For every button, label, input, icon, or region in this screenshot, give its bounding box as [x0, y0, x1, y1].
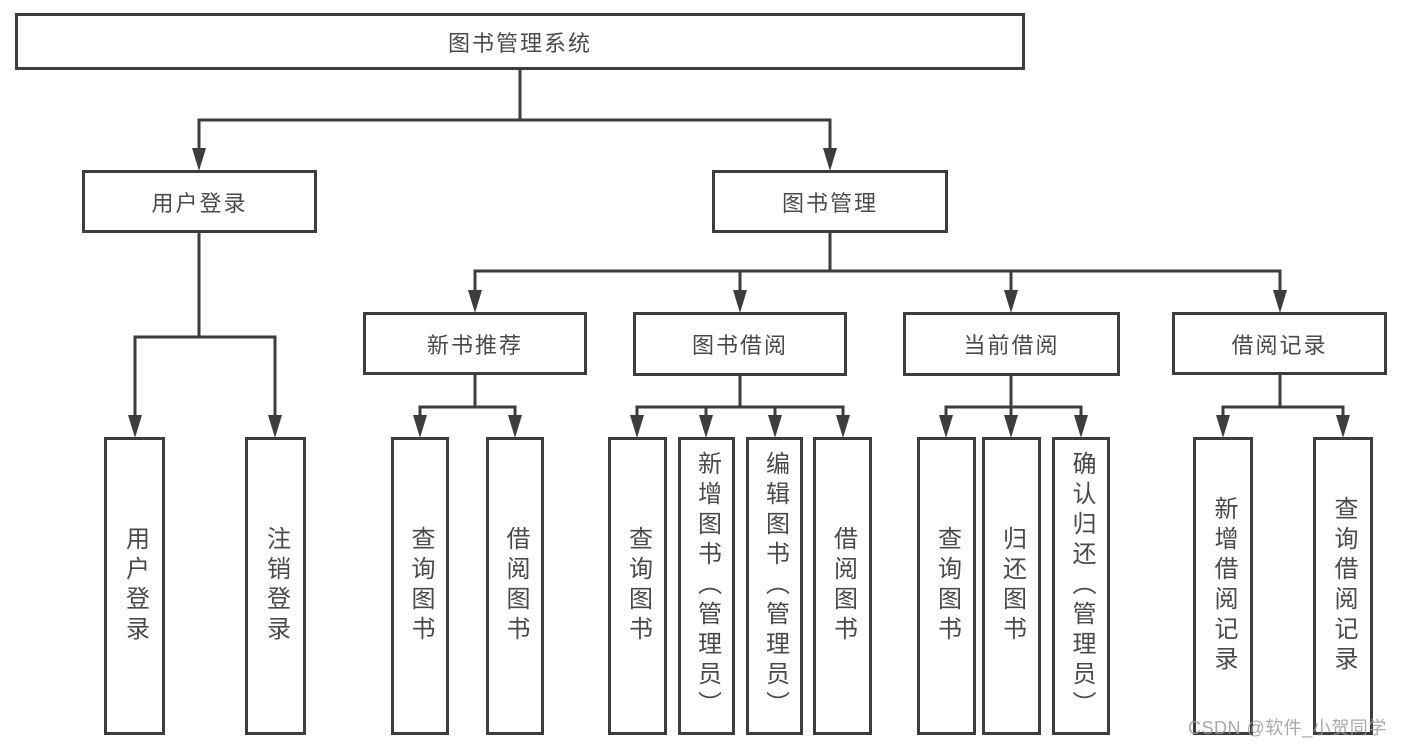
leaf-query-books-current: 查询图书: [917, 437, 976, 735]
node-label: 借阅记录: [1231, 332, 1328, 358]
connector-root-to-level2: [192, 68, 837, 171]
node-label: 借阅图书: [829, 526, 857, 646]
leaf-return-books: 归还图书: [982, 437, 1041, 735]
node-label: 图书管理系统: [447, 30, 592, 56]
node-label: 图书管理: [781, 190, 878, 216]
node-label: 注销登录: [262, 526, 290, 646]
node-label: 编辑图书（管理员）: [761, 451, 789, 721]
leaf-add-books-admin: 新增图书（管理员）: [678, 437, 735, 735]
connector-mgmt-to-level3: [468, 231, 1287, 313]
node-user-login-branch: 用户登录: [82, 170, 317, 233]
node-label: 用户登录: [121, 526, 149, 646]
leaf-borrow-books-borrowing: 借阅图书: [813, 437, 872, 735]
node-book-management: 图书管理: [712, 170, 948, 233]
leaf-query-borrow-record: 查询借阅记录: [1313, 437, 1373, 735]
node-book-borrowing: 图书借阅: [633, 312, 847, 376]
leaf-query-books-borrowing: 查询图书: [608, 437, 667, 735]
node-label: 借阅图书: [502, 526, 529, 646]
node-label: 图书借阅: [691, 333, 788, 358]
node-new-book-recommendation: 新书推荐: [363, 312, 587, 375]
node-label: 查询图书: [407, 526, 434, 646]
connector-login-to-leaves: [128, 231, 282, 438]
connector-current-to-leaves: [939, 374, 1088, 438]
connector-newbook-to-leaves: [413, 373, 522, 438]
node-label: 查询借阅记录: [1330, 496, 1357, 676]
leaf-confirm-return-admin: 确认归还（管理员）: [1052, 437, 1110, 735]
watermark: CSDN @软件_小贺同学: [1188, 718, 1387, 738]
node-label: 新增借阅记录: [1210, 496, 1237, 676]
node-label: 查询图书: [624, 526, 652, 646]
leaf-query-books-newbook: 查询图书: [391, 437, 449, 735]
leaf-user-login: 用户登录: [104, 437, 165, 735]
node-borrowing-records: 借阅记录: [1172, 312, 1387, 375]
leaf-add-borrow-record: 新增借阅记录: [1193, 437, 1253, 735]
node-label: 查询图书: [933, 526, 961, 646]
leaf-logout: 注销登录: [245, 437, 306, 735]
node-label: 新书推荐: [426, 332, 523, 358]
node-label: 新增图书（管理员）: [693, 451, 721, 721]
node-root: 图书管理系统: [15, 13, 1025, 70]
leaf-edit-books-admin: 编辑图书（管理员）: [746, 437, 803, 735]
node-label: 归还图书: [998, 526, 1026, 646]
connector-records-to-leaves: [1216, 373, 1350, 438]
node-label: 当前借阅: [963, 333, 1060, 358]
node-label: 确认归还（管理员）: [1068, 451, 1095, 721]
leaf-borrow-books-newbook: 借阅图书: [486, 437, 544, 735]
node-current-borrowing: 当前借阅: [903, 312, 1120, 376]
node-label: 用户登录: [151, 190, 248, 216]
connector-borrow-to-leaves: [630, 374, 850, 438]
